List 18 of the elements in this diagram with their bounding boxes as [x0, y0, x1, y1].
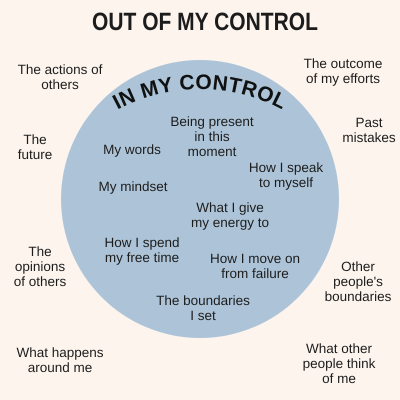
item-text: What I give my energy to [190, 200, 270, 230]
label-text: The actions of others [16, 62, 104, 92]
item-text: How I spend my free time [103, 235, 181, 265]
label-text: The future [16, 132, 54, 162]
label-text: Past mistakes [341, 115, 397, 145]
label-text: Other people's boundaries [324, 259, 392, 304]
item-text: My mindset [97, 179, 169, 194]
label-text: The opinions of others [12, 244, 68, 289]
label-text: The outcome of my efforts [302, 56, 384, 86]
curved-heading: IN MY CONTROL [109, 70, 290, 114]
item-text: How I move on from failure [208, 251, 302, 281]
item-text: My words [102, 142, 162, 157]
label-text: What other people think of me [302, 341, 376, 386]
label-text: What happens around me [15, 345, 105, 375]
item-text: Being present in this moment [169, 114, 255, 159]
item-text: The boundaries I set [155, 293, 251, 323]
title: OUT OF MY CONTROL [92, 9, 318, 35]
item-text: How I speak to myself [248, 160, 324, 190]
